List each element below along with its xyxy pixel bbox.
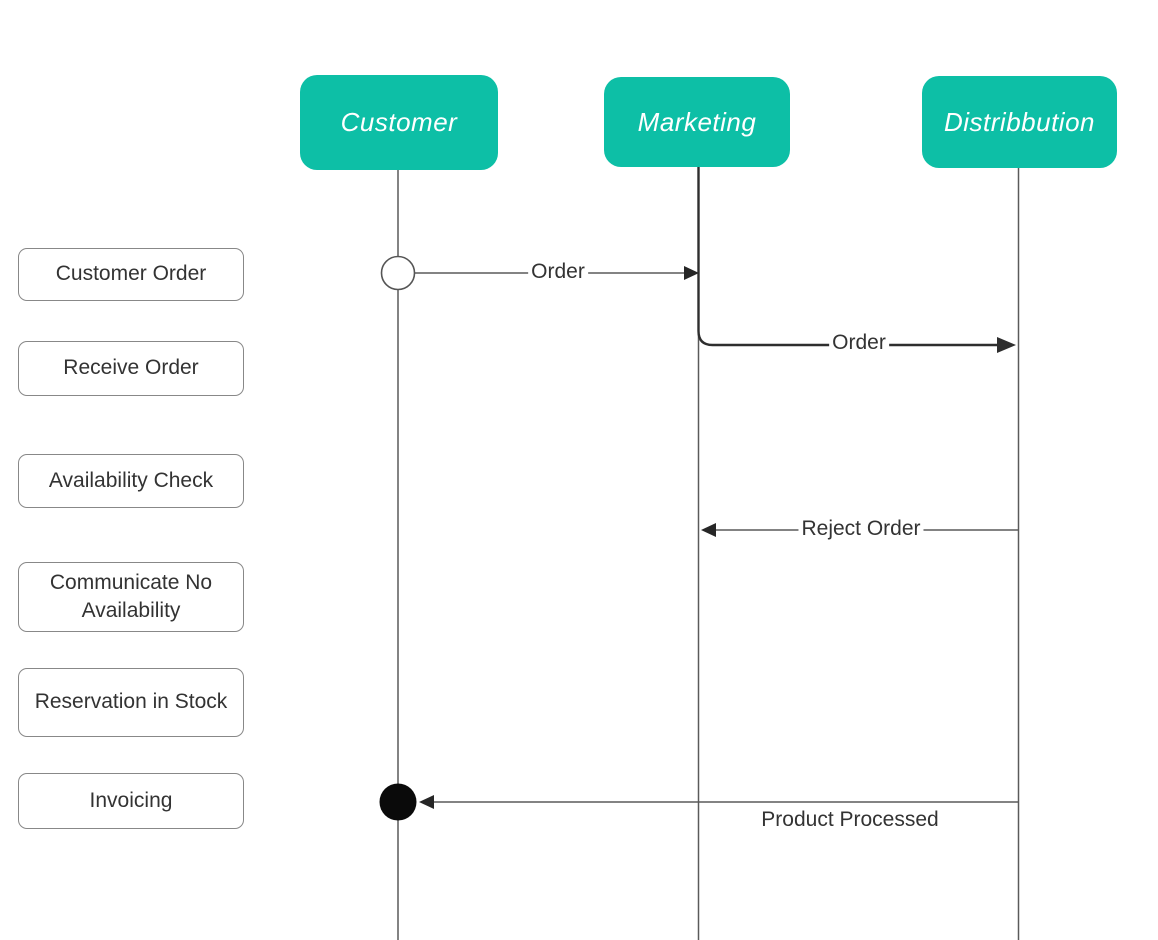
actor-distribbution: Distribbution [922,76,1117,168]
order-arrow-2-line [697,167,1000,347]
process-step-invoicing: Invoicing [18,773,244,829]
process-step-label: Availability Check [48,468,214,492]
order-arrow-1-head [684,266,699,280]
actor-marketing-label: Marketing [637,106,757,137]
process-step-reservation-in-stock: Reservation in Stock [18,668,244,737]
message-label-product-processed: Product Processed [761,808,939,831]
message-label-order-2: Order [829,331,889,355]
process-step-label: Communicate No Availability [49,570,213,622]
actor-marketing: Marketing [604,77,790,167]
message-label-reject-order: Reject Order [798,517,924,541]
process-step-label: Customer Order [55,262,207,286]
process-step-label: Receive Order [63,356,199,380]
start-open-circle [380,255,416,291]
process-step-availability-check: Availability Check [18,454,244,508]
process-step-label: Reservation in Stock [34,690,228,714]
actor-distribbution-label: Distribbution [943,106,1095,137]
product-processed-arrow-head [419,795,434,809]
process-step-communicate-no-availability: Communicate No Availability [18,562,244,632]
process-step-label: Invoicing [89,788,173,812]
order-arrow-2-head [997,337,1016,353]
message-label-order-1: Order [528,260,588,284]
process-step-customer-order: Customer Order [18,248,244,301]
end-filled-circle [379,783,417,821]
actor-customer: Customer [300,75,498,170]
process-step-receive-order: Receive Order [18,341,244,396]
reject-order-arrow-head [701,523,716,537]
actor-customer-label: Customer [340,107,458,137]
